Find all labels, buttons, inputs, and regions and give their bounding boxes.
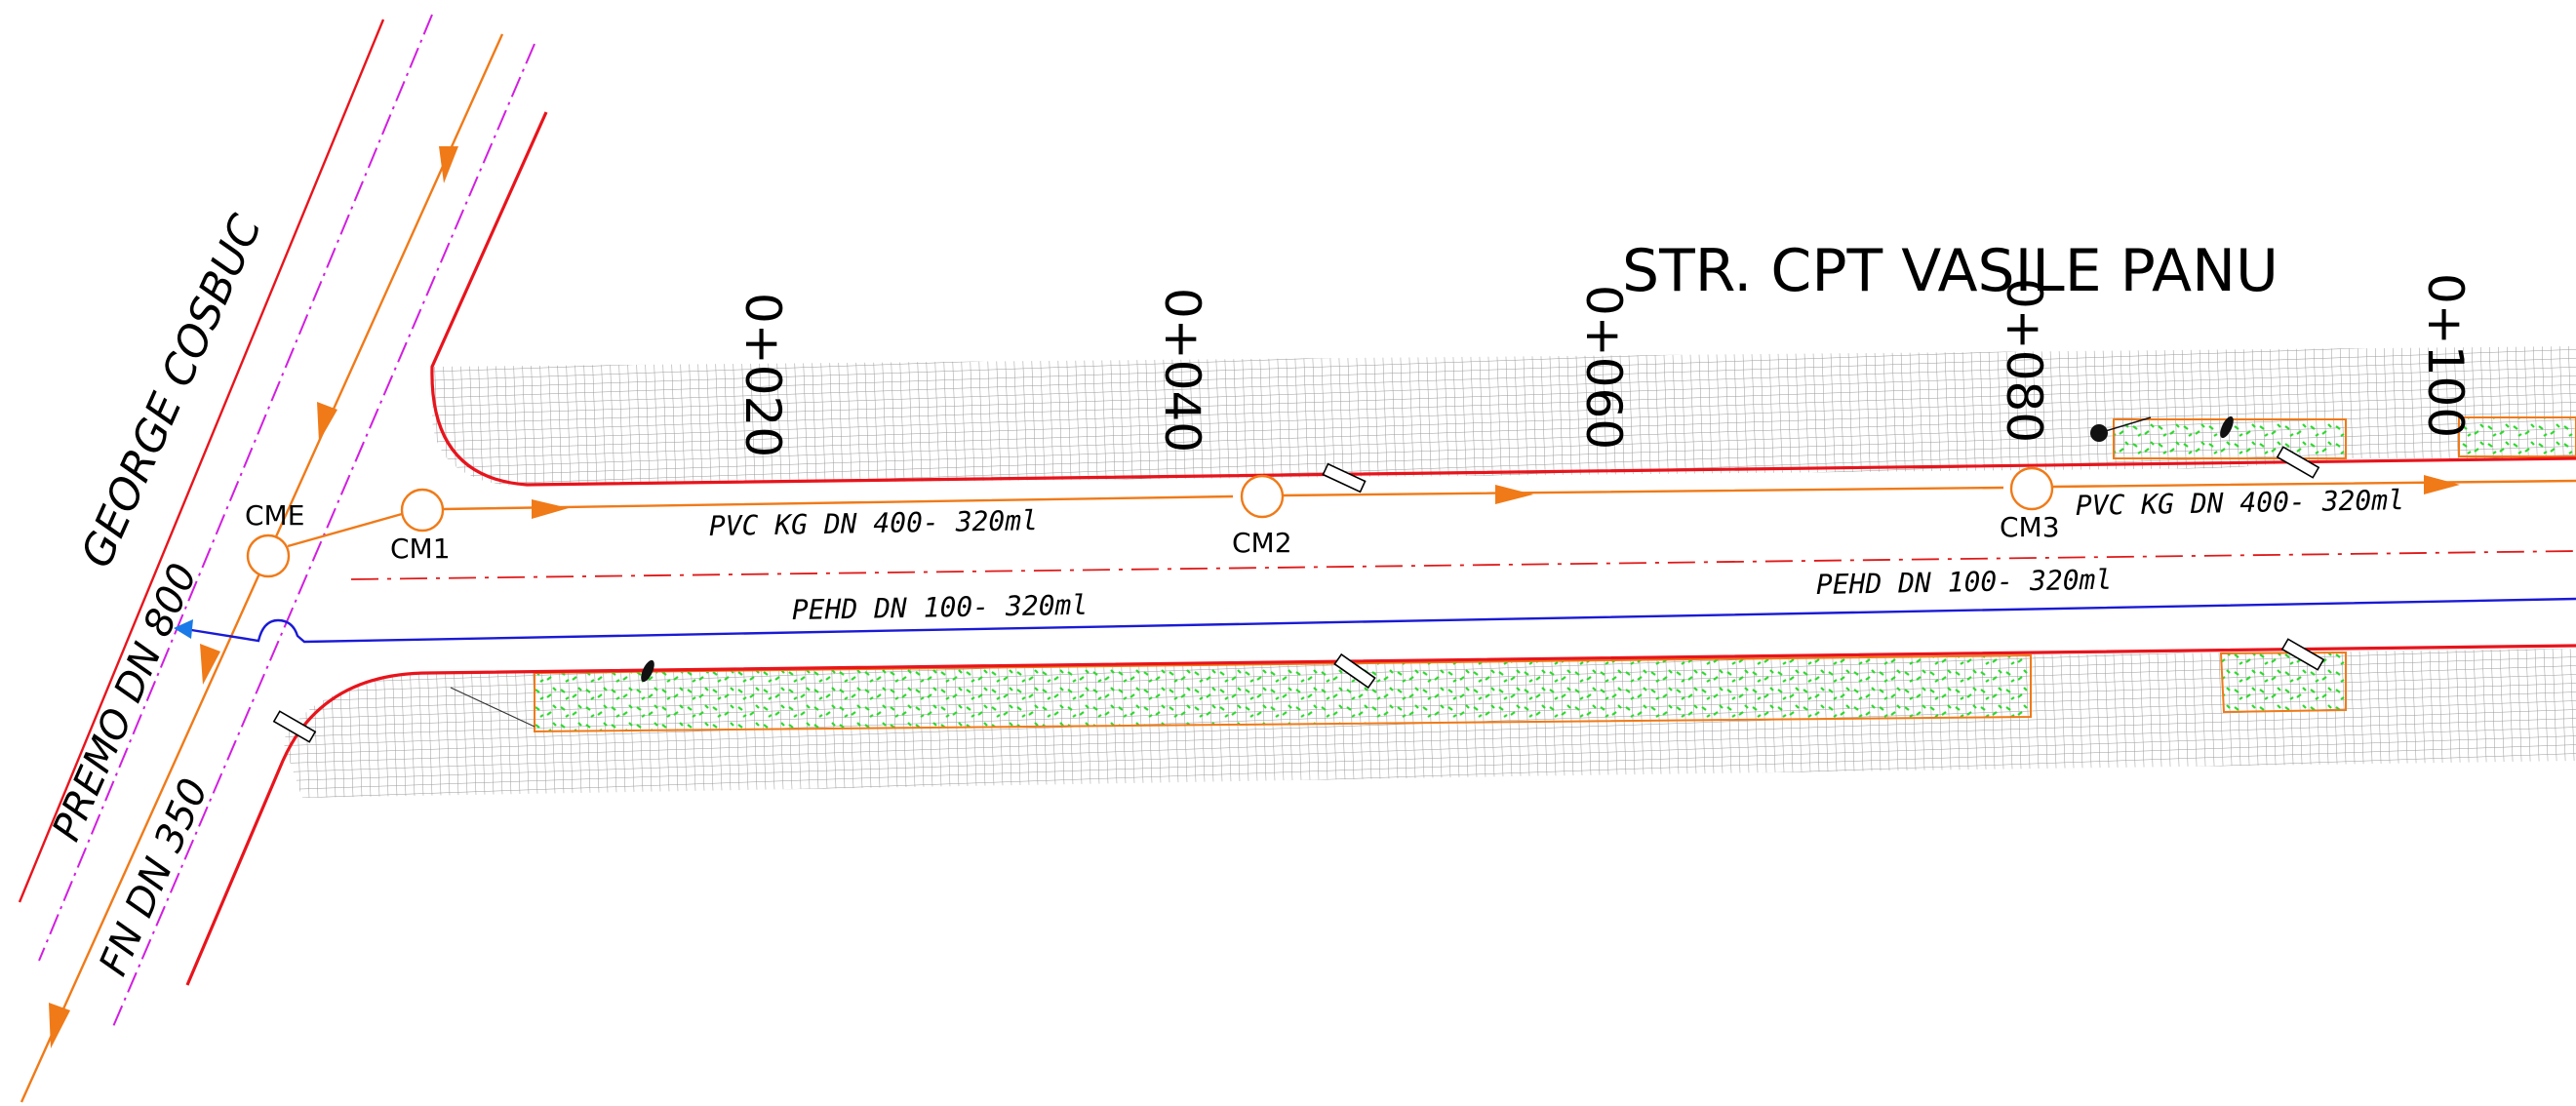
manhole-label-cm2: CM2 (1232, 527, 1292, 559)
chainage-0-100: 0+100 (2417, 273, 2474, 438)
manhole-cm2 (1240, 474, 1285, 519)
cross-street-name: GEORGE COSBUC (71, 208, 271, 575)
sewer-main (442, 479, 2576, 511)
flow-arrow-icon (2424, 475, 2460, 494)
street-inlet-icon (272, 446, 2325, 743)
manhole-cm1 (400, 488, 445, 533)
water-main-label-2: PEHD DN 100- 320ml (1816, 564, 2113, 601)
hydrant-icon (641, 415, 2234, 683)
chainage-0-080: 0+080 (1996, 278, 2052, 443)
curb-north (430, 111, 2576, 487)
flow-arrow-icon (200, 644, 220, 685)
flow-arrow-icon (1495, 485, 1533, 504)
chainage-0-040: 0+040 (1154, 288, 1210, 453)
chainage-0-020: 0+020 (734, 293, 791, 457)
green-strip-south-1 (534, 653, 2032, 733)
flow-arrow-icon (174, 619, 193, 639)
sewer-main-label: PVC KG DN 400- 320ml (709, 504, 1039, 542)
flow-arrow-icon (439, 146, 458, 183)
sewer-connection (287, 512, 403, 548)
leader-line (450, 687, 535, 728)
road-axis (350, 550, 2576, 580)
manhole-label-cme: CME (245, 499, 304, 532)
manhole-cm3 (2009, 466, 2054, 511)
flow-arrow-icon (532, 499, 569, 519)
sewer-main-label-2: PVC KG DN 400- 320ml (2076, 484, 2405, 522)
manhole-label-cm3: CM3 (2000, 511, 2060, 543)
manhole-cme (246, 533, 291, 578)
street-name: STR. CPT VASILE PANU (1622, 237, 2279, 305)
manhole-label-cm1: CM1 (390, 533, 451, 565)
curb-south (185, 644, 2576, 986)
existing-pipe-label: FN DN 350 (91, 772, 218, 983)
flow-arrow-icon (317, 402, 337, 442)
green-strip-south-2 (2219, 651, 2347, 714)
water-main (184, 597, 2576, 644)
green-strip-north-2 (2458, 416, 2576, 457)
curb-west-road (18, 19, 385, 903)
paving-north (432, 346, 2576, 486)
water-main-label: PEHD DN 100- 320ml (792, 589, 1089, 626)
boundary-line-1 (38, 14, 433, 962)
flow-arrow-icon (49, 1003, 70, 1048)
chainage-0-060: 0+060 (1575, 285, 1632, 450)
